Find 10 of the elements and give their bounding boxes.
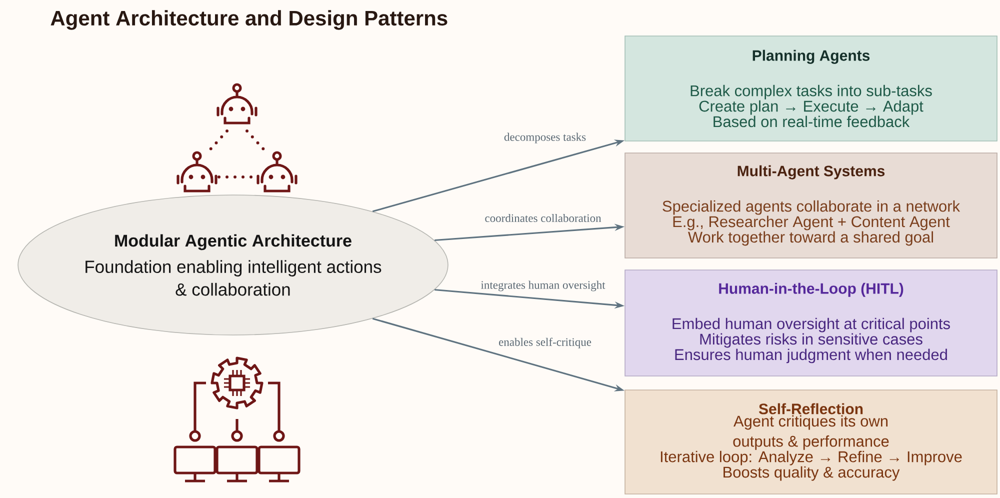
process-box: Multi-Agent Systems Specialized agents collaborate in a network E.g., Researcher Agent + Content Agent Work together toward a shared goal: [624, 152, 998, 258]
title: Agent Architecture and Design Patterns: [50, 10, 448, 30]
edge-label: integrates human oversight: [480, 280, 606, 292]
process-box: Planning Agents Break complex tasks into sub-tasks Create plan → Execute → Adapt Based on real-time feedback: [624, 36, 998, 142]
process-box: Human-in-the-Loop (HITL) Embed human oversight at critical points Mitigates risks in sensitive cases Ensures human judgment when needed: [624, 270, 998, 376]
edge-label: decomposes tasks: [504, 132, 586, 144]
process-box: Self-Reflection Agent critiques its own outputs & performance Iterative loop: Analyze → Refine → Improve Boosts quality & accuracy: [624, 390, 998, 494]
edge-label: enables self-critique: [499, 338, 592, 348]
ellipse-node: Modular Agentic Architecture Foundation enabling intelligent actions & collaboration: [18, 194, 448, 336]
edge-label: coordinates collaboration: [485, 214, 602, 222]
